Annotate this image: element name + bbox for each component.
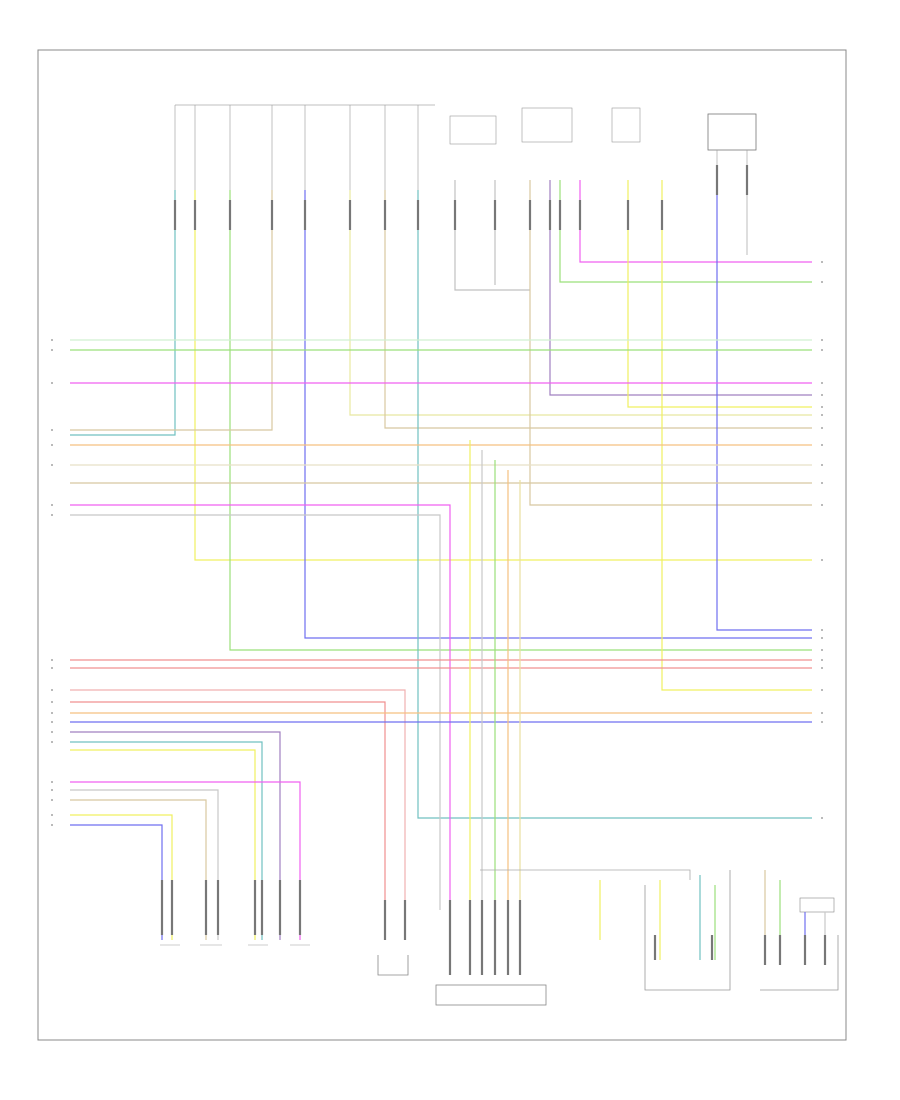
connector-marks xyxy=(173,165,749,230)
module-connector-top xyxy=(174,104,641,190)
vertical-wires-top xyxy=(70,178,812,819)
instrument-cluster xyxy=(760,870,839,991)
right-terminals xyxy=(821,261,823,819)
left-terminals xyxy=(51,339,53,826)
fuel-pump-module xyxy=(435,900,547,1006)
sensor-top-right xyxy=(707,113,757,178)
sensor-bottom-middle xyxy=(377,900,409,976)
relay-bottom-right xyxy=(480,869,731,991)
diagram-frame xyxy=(37,49,847,1041)
fuel-injectors xyxy=(160,880,310,946)
